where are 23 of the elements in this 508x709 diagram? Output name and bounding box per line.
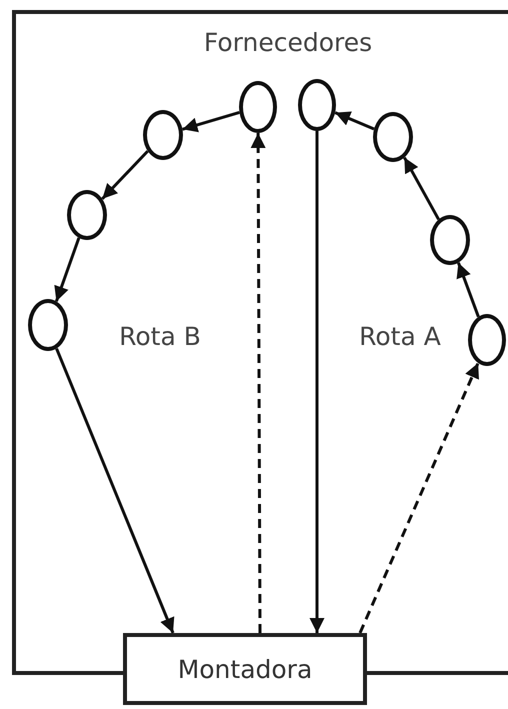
supplier-circle xyxy=(239,81,277,133)
arrow xyxy=(358,362,480,634)
node-label: Montadora xyxy=(178,654,312,684)
supplier-circle xyxy=(430,215,470,265)
supplier-circle xyxy=(28,299,68,351)
supplier-circle xyxy=(298,79,336,131)
arrow xyxy=(55,348,174,634)
supplier-circle xyxy=(143,110,183,160)
arrow xyxy=(403,156,440,220)
arrow xyxy=(101,150,149,200)
supplier-circle xyxy=(468,314,506,366)
arrow xyxy=(334,111,375,130)
arrow xyxy=(182,111,240,132)
arrow xyxy=(54,237,80,302)
supplier-circle xyxy=(373,112,413,162)
arrow xyxy=(250,133,266,633)
arrow xyxy=(456,262,480,318)
arrow xyxy=(310,131,324,633)
supplier-circle xyxy=(67,190,107,240)
route-label: Rota A xyxy=(359,322,441,351)
process-box xyxy=(123,633,367,705)
route-label: Rota B xyxy=(119,322,201,351)
group-heading: Fornecedores xyxy=(204,28,372,57)
